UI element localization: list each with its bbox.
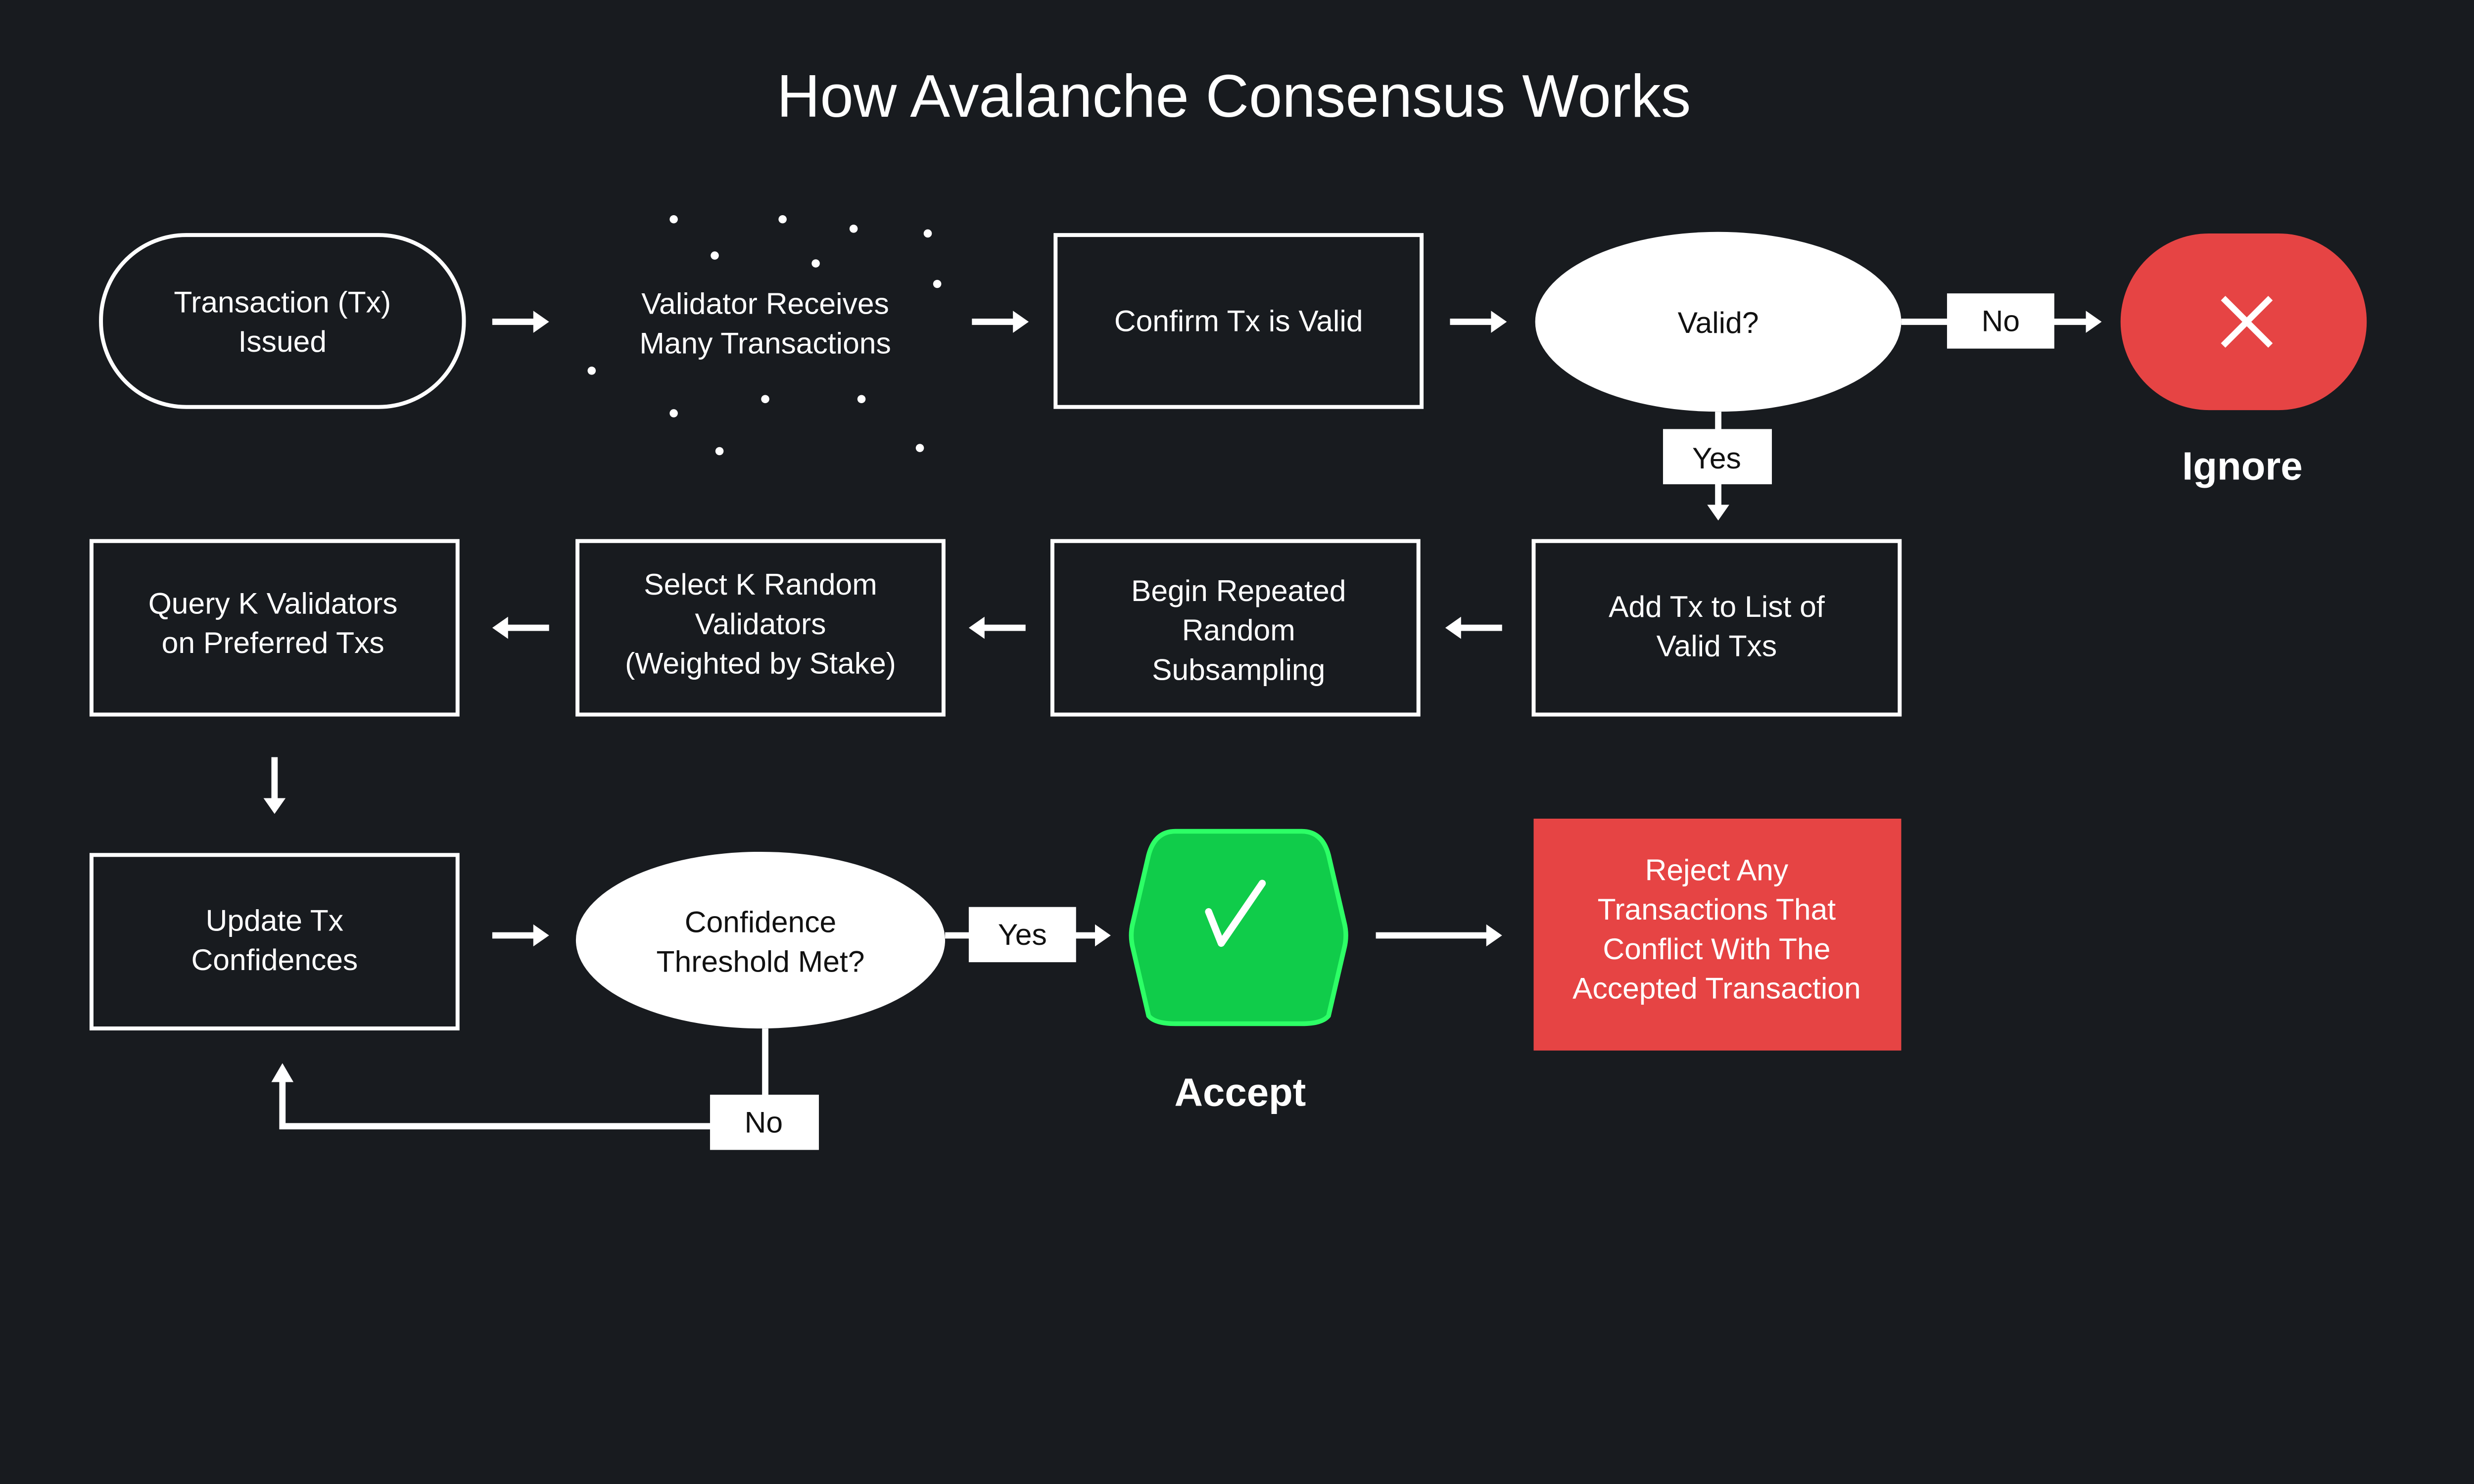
arrow: [968, 616, 1026, 639]
svg-text:Add Tx to List of: Add Tx to List of: [1609, 590, 1825, 623]
flowchart: How Avalanche Consensus Works Transactio…: [0, 0, 2474, 1237]
svg-text:Accepted Transaction: Accepted Transaction: [1572, 971, 1861, 1005]
node-begin-subsampling: Begin Repeated Random Subsampling: [1050, 539, 1421, 717]
svg-text:Validator Receives: Validator Receives: [641, 287, 889, 321]
svg-text:Threshold Met?: Threshold Met?: [657, 944, 865, 978]
svg-text:No: No: [1982, 304, 2020, 338]
transaction-dots: [587, 215, 942, 456]
ignore-label: Ignore: [2182, 444, 2303, 488]
svg-text:Valid Txs: Valid Txs: [1657, 629, 1777, 663]
arrow: [972, 311, 1029, 333]
decision-valid: Valid?: [1535, 232, 1902, 412]
arrow: [1445, 616, 1502, 639]
edge-threshold-no: No: [271, 1028, 819, 1150]
node-reject-conflicts: Reject Any Transactions That Conflict Wi…: [1533, 818, 1902, 1051]
svg-text:Subsampling: Subsampling: [1152, 652, 1325, 686]
svg-text:on Preferred Txs: on Preferred Txs: [162, 626, 384, 659]
svg-text:Many Transactions: Many Transactions: [639, 326, 891, 360]
svg-text:No: No: [745, 1106, 783, 1139]
svg-text:Random: Random: [1182, 613, 1295, 647]
svg-text:Transaction (Tx): Transaction (Tx): [174, 285, 391, 319]
node-confirm-valid: Confirm Tx is Valid: [1053, 233, 1424, 409]
edge-valid-yes: Yes: [1663, 412, 1772, 521]
svg-text:Yes: Yes: [998, 918, 1047, 951]
svg-text:Confidence: Confidence: [685, 905, 836, 939]
node-update-confidences: Update Tx Confidences: [89, 853, 460, 1031]
check-icon: [1205, 880, 1266, 947]
arrow: [492, 311, 549, 333]
svg-text:Begin Repeated: Begin Repeated: [1131, 574, 1346, 607]
svg-text:Issued: Issued: [238, 325, 327, 358]
svg-text:(Weighted by Stake): (Weighted by Stake): [625, 647, 896, 680]
arrow: [1450, 311, 1507, 333]
svg-text:Query K Validators: Query K Validators: [148, 586, 398, 620]
node-select-k: Select K Random Validators (Weighted by …: [575, 539, 946, 717]
node-validator-receives: Validator Receives Many Transactions: [587, 215, 942, 456]
edge-valid-no: No: [1901, 293, 2102, 349]
svg-text:Confirm Tx is Valid: Confirm Tx is Valid: [1114, 304, 1363, 338]
edge-threshold-yes: Yes: [945, 907, 1111, 963]
arrow: [492, 924, 549, 947]
svg-text:Transactions That: Transactions That: [1598, 892, 1836, 926]
svg-text:Reject Any: Reject Any: [1645, 853, 1789, 886]
svg-text:Confidences: Confidences: [191, 943, 358, 976]
svg-text:Select K Random: Select K Random: [644, 567, 877, 601]
svg-text:Update Tx: Update Tx: [206, 903, 343, 937]
accept-label: Accept: [1174, 1070, 1306, 1114]
node-query-k: Query K Validators on Preferred Txs: [89, 539, 460, 717]
arrow: [492, 616, 549, 639]
node-accept: Accept: [1129, 829, 1348, 1114]
arrow: [263, 757, 286, 814]
x-icon: [2221, 296, 2273, 348]
node-add-to-list: Add Tx to List of Valid Txs: [1531, 539, 1902, 717]
background: [0, 0, 2474, 1237]
svg-text:Valid?: Valid?: [1678, 306, 1759, 339]
arrow: [1376, 924, 1502, 947]
node-tx-issued: Transaction (Tx) Issued: [99, 233, 466, 409]
svg-text:Validators: Validators: [695, 607, 826, 641]
node-ignore: Ignore: [2120, 233, 2367, 488]
svg-text:Conflict With The: Conflict With The: [1603, 932, 1830, 966]
decision-threshold: Confidence Threshold Met?: [575, 851, 946, 1029]
svg-text:Yes: Yes: [1692, 441, 1741, 475]
diagram-title: How Avalanche Consensus Works: [777, 62, 1691, 130]
